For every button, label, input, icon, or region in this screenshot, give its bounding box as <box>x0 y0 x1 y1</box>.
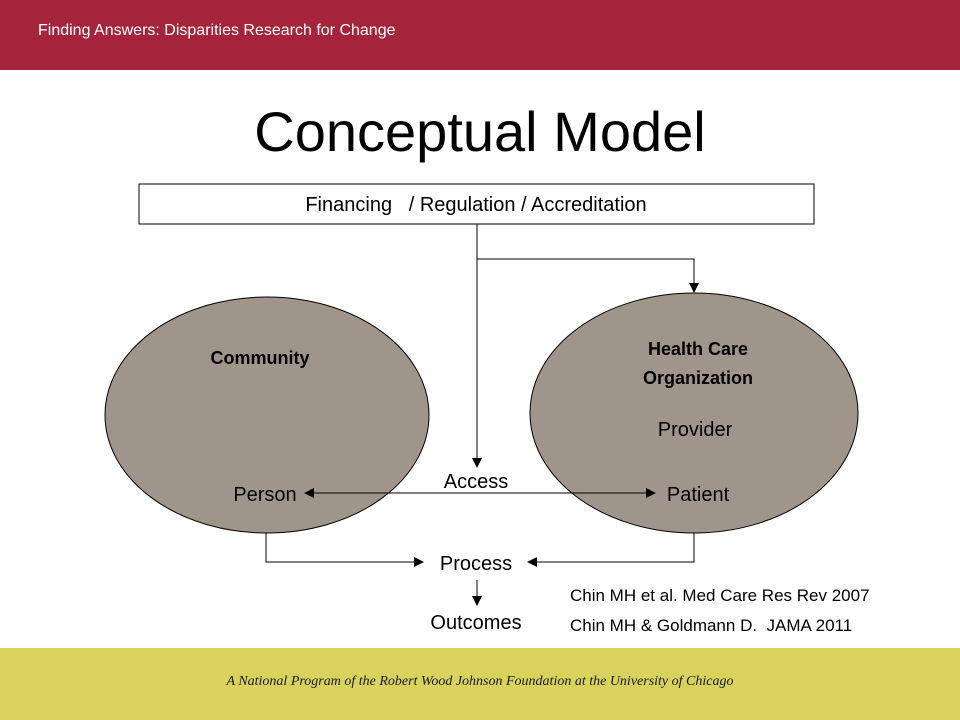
slide-title: Conceptual Model <box>254 100 706 163</box>
header-text: Finding Answers: Disparities Research fo… <box>38 22 396 39</box>
organization-label-line1: Health Care <box>648 339 748 359</box>
person-label: Person <box>233 484 296 506</box>
financing-to-organization-line <box>477 258 699 293</box>
provider-label: Provider <box>658 419 733 441</box>
footer-bar <box>0 648 960 720</box>
citation-2: Chin MH & Goldmann D. JAMA 2011 <box>570 616 853 635</box>
footer-text: A National Program of the Robert Wood Jo… <box>226 674 734 689</box>
community-to-process-line <box>265 533 424 567</box>
header-bar <box>0 0 960 70</box>
process-label: Process <box>440 553 512 575</box>
financing-box <box>138 183 815 225</box>
citation-1: Chin MH et al. Med Care Res Rev 2007 <box>570 586 870 605</box>
community-ellipse <box>104 296 430 534</box>
patient-label: Patient <box>667 484 730 506</box>
organization-to-process-line <box>527 533 695 567</box>
community-label: Community <box>211 348 310 368</box>
outcomes-label: Outcomes <box>430 612 521 634</box>
organization-label-line2: Organization <box>643 368 753 388</box>
access-label: Access <box>444 471 508 493</box>
financing-label: Financing / Regulation / Accreditation <box>305 194 646 216</box>
